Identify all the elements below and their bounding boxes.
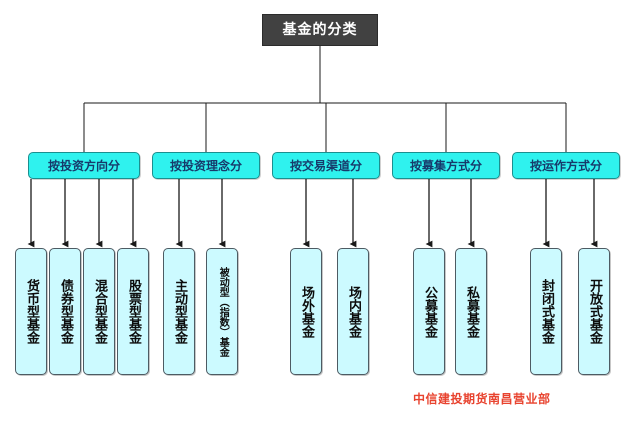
leaf-node-label: 封闭式基金 bbox=[539, 279, 555, 344]
leaf-node-label: 主动型基金 bbox=[172, 279, 188, 344]
category-node-operating-method: 按运作方式分 bbox=[512, 152, 620, 179]
category-node-label: 按募集方式分 bbox=[409, 158, 482, 173]
root-node-label: 基金的分类 bbox=[282, 22, 358, 38]
footer-credit: 中信建投期货南昌营业部 bbox=[413, 392, 551, 406]
category-node-label: 按投资方向分 bbox=[47, 158, 120, 173]
leaf-node-label: 货币型基金 bbox=[24, 279, 40, 344]
leaf-node-label: 被动型（指数）基金 bbox=[217, 266, 229, 357]
category-node-trading-channel: 按交易渠道分 bbox=[272, 152, 380, 179]
leaf-node-public-fund: 公募基金 bbox=[413, 248, 445, 375]
leaf-node-open-end-fund: 开放式基金 bbox=[578, 248, 610, 375]
leaf-node-otc-fund: 场外基金 bbox=[290, 248, 322, 375]
leaf-node-exchange-traded-fund: 场内基金 bbox=[337, 248, 369, 375]
leaf-node-label: 场外基金 bbox=[299, 285, 315, 338]
leaf-node-label: 私募基金 bbox=[464, 285, 480, 338]
category-node-fundraising-method: 按募集方式分 bbox=[392, 152, 500, 179]
category-node-label: 按交易渠道分 bbox=[289, 158, 362, 173]
category-node-investment-philosophy: 按投资理念分 bbox=[152, 152, 260, 179]
leaf-node-label: 场内基金 bbox=[346, 285, 362, 338]
root-node: 基金的分类 bbox=[262, 14, 378, 46]
category-node-label: 按投资理念分 bbox=[169, 158, 242, 173]
category-node-label: 按运作方式分 bbox=[529, 158, 602, 173]
leaf-node-label: 开放式基金 bbox=[587, 279, 603, 344]
leaf-node-private-fund: 私募基金 bbox=[455, 248, 487, 375]
leaf-node-hybrid-fund: 混合型基金 bbox=[83, 248, 115, 375]
leaf-node-passive-index-fund: 被动型（指数）基金 bbox=[206, 248, 238, 375]
leaf-node-label: 混合型基金 bbox=[92, 279, 108, 344]
leaf-node-money-market-fund: 货币型基金 bbox=[15, 248, 47, 375]
leaf-node-closed-end-fund: 封闭式基金 bbox=[530, 248, 562, 375]
leaf-node-label: 公募基金 bbox=[422, 285, 438, 338]
category-node-investment-direction: 按投资方向分 bbox=[28, 152, 140, 179]
leaf-node-equity-fund: 股票型基金 bbox=[117, 248, 149, 375]
leaf-node-active-fund: 主动型基金 bbox=[163, 248, 195, 375]
leaf-node-label: 债券型基金 bbox=[58, 279, 74, 344]
leaf-node-label: 股票型基金 bbox=[126, 279, 142, 344]
leaf-node-bond-fund: 债券型基金 bbox=[49, 248, 81, 375]
